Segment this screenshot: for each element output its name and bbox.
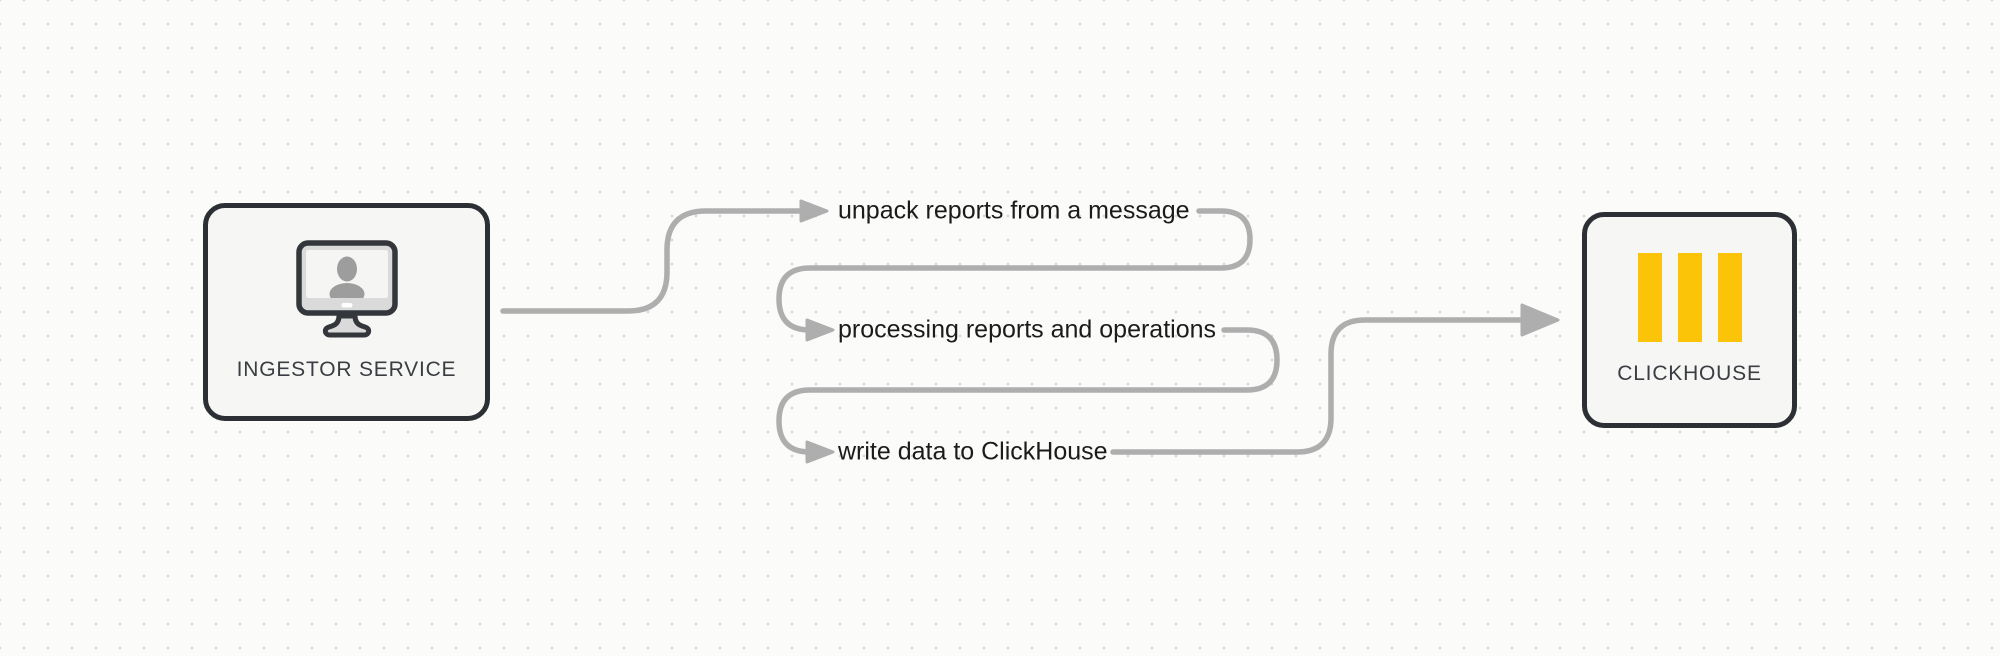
arrowhead-icon [1520,303,1560,337]
clickhouse-logo-icon [1637,252,1742,342]
arrowhead-icon [799,199,829,223]
arrowhead-icon [805,318,835,342]
arrowhead-icon [805,440,835,464]
clickhouse-bar [1637,252,1662,342]
edge-ingestor-to-unpack [500,208,803,314]
node-label-clickhouse: CLICKHOUSE [1617,361,1762,385]
clickhouse-bar [1717,252,1742,342]
node-clickhouse: CLICKHOUSE [1582,212,1797,428]
step-label-processing: processing reports and operations [838,315,1217,344]
user-silhouette-icon [329,256,364,298]
monitor-user-icon [295,239,398,337]
step-label-unpack: unpack reports from a message [838,196,1190,225]
edge-unpack-to-processing [776,208,1253,333]
step-label-write: write data to ClickHouse [838,437,1108,466]
node-ingestor-service: INGESTOR SERVICE [203,203,490,421]
clickhouse-bar [1677,252,1702,342]
node-label-ingestor: INGESTOR SERVICE [236,357,457,381]
edge-processing-to-write [776,327,1280,455]
edge-write-to-clickhouse [1110,317,1523,455]
